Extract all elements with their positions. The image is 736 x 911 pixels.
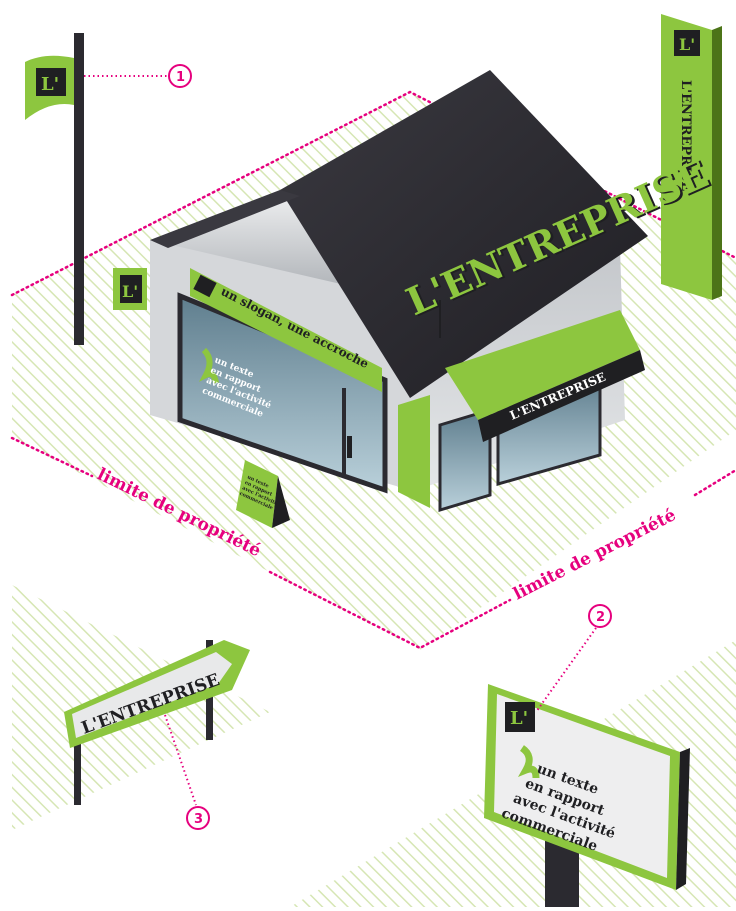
logo-l-mark-icon <box>36 68 66 96</box>
roof-eave <box>150 190 300 248</box>
door-handle <box>347 436 352 458</box>
arrow-sign-post-left <box>74 730 81 805</box>
property-boundary <box>10 90 736 650</box>
a-frame-side <box>272 476 290 528</box>
billboard-logo-text: L' <box>510 708 528 729</box>
callout-1-number: 1 <box>176 70 185 85</box>
billboard: L' un texte en rapport avec l'activité c… <box>484 604 690 907</box>
totem-brand-text: L'ENTREPRISE <box>678 80 693 191</box>
totem-side <box>712 26 722 300</box>
awning-top <box>445 310 640 420</box>
slogan-fascia <box>190 268 382 392</box>
awning-valance <box>478 350 645 442</box>
totem-logo-text: L' <box>679 35 695 54</box>
pole <box>74 33 84 345</box>
billboard-logo-icon <box>505 702 535 732</box>
boundary-back <box>10 90 736 297</box>
boundary-front-b <box>268 570 512 650</box>
corner-pilaster <box>398 395 430 508</box>
callout-2-leader <box>535 627 597 713</box>
billboard-face <box>494 694 670 878</box>
billboard-side <box>676 748 690 890</box>
callout-1-badge <box>168 64 192 88</box>
boundary-front-right <box>693 468 736 497</box>
a-frame-board: un texte en rapport avec l'activité comm… <box>236 460 290 528</box>
roof <box>280 70 648 398</box>
fascia-logo-icon <box>193 274 217 298</box>
totem-logo-icon <box>674 30 700 56</box>
projecting-sign-logo-icon <box>120 275 142 303</box>
vertical-totem: L' L'ENTREPRISE <box>661 14 722 300</box>
projecting-sign-text: L' <box>122 282 138 301</box>
callout-2-number: 2 <box>596 610 605 625</box>
storefront-building: un texte en rapport avec l'activité comm… <box>113 70 717 513</box>
callout-3-badge <box>186 806 210 830</box>
flag-pole: L' 1 <box>25 33 192 345</box>
totem-front <box>661 14 712 300</box>
callout-3-number: 3 <box>194 812 203 827</box>
arrow-sign-face <box>72 652 232 738</box>
flag-logo-text: L' <box>41 74 59 95</box>
window-decal-swirl <box>198 347 219 384</box>
boundary-front-left-a <box>10 436 94 478</box>
side-window-left <box>438 407 492 513</box>
billboard-swirl <box>517 745 540 779</box>
callout-2-badge <box>588 604 612 628</box>
a-frame-front <box>236 460 278 528</box>
